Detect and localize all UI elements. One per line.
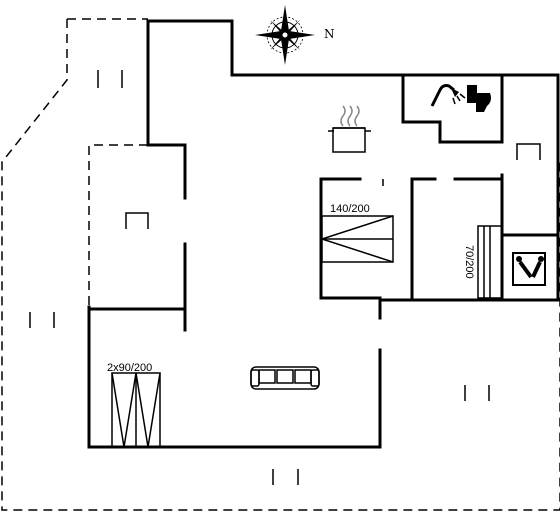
single-bed: 70/200 [463,225,503,299]
bed-size-label-twin: 2x90/200 [107,362,152,374]
bed-size-label-single: 70/200 [463,245,475,279]
bed-size-label-double: 140/200 [330,203,370,215]
door-marks [125,143,541,229]
shower-icon [430,84,466,107]
walls [87,19,560,449]
compass-north-label: N [324,27,335,41]
interior-dashed [88,144,148,307]
outer-boundary [1,18,560,511]
twin-beds: 2x90/200 [107,362,161,448]
double-bed: 140/200 [319,203,394,263]
toilet-icon [467,85,491,112]
window-marks [29,70,490,485]
utility-tools-icon [512,252,546,286]
sofa-icon [250,366,320,390]
compass-rose-icon [255,5,315,65]
cooking-pot-icon [328,105,371,153]
